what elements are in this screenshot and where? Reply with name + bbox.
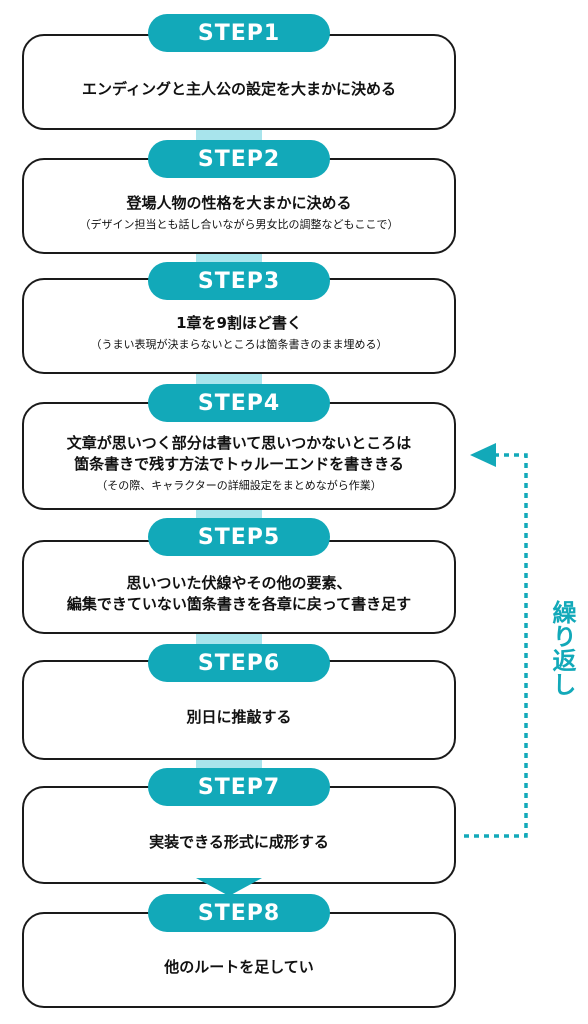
step-description: 他のルートを足してい: [164, 957, 314, 976]
repeat-label: 繰り返し: [548, 600, 576, 696]
step-description: 別日に推敲する: [186, 707, 292, 726]
step-label: STEP8: [148, 894, 330, 932]
arrow-down-icon: [196, 878, 262, 896]
step-note: （デザイン担当とも話し合いながら男女比の調整などもここで）: [79, 218, 399, 231]
step-label: STEP2: [148, 140, 330, 178]
step-label: STEP3: [148, 262, 330, 300]
step-description: 文章が思いつく部分は書いて思いつかないところは: [66, 433, 412, 452]
step-note: （うまい表現が決まらないところは箇条書きのまま埋める）: [90, 338, 388, 351]
step-label: STEP5: [148, 518, 330, 556]
step-label: STEP7: [148, 768, 330, 806]
step-label: STEP6: [148, 644, 330, 682]
step-label: STEP1: [148, 14, 330, 52]
step-label: STEP4: [148, 384, 330, 422]
step-description: 箇条書きで残す方法でトゥルーエンドを書ききる: [74, 454, 404, 473]
step-description: 1章を9割ほど書く: [176, 314, 302, 332]
step-description: 編集できていない箇条書きを各章に戻って書き足す: [66, 595, 412, 613]
step-description: 思いついた伏線やその他の要素、: [126, 574, 352, 592]
step-description: 実装できる形式に成形する: [149, 832, 329, 851]
step-description: 登場人物の性格を大まかに決める: [126, 194, 352, 212]
step-note: （その際、キャラクターの詳細設定をまとめながら作業）: [96, 478, 382, 492]
step-description: エンディングと主人公の設定を大まかに決める: [82, 79, 396, 98]
